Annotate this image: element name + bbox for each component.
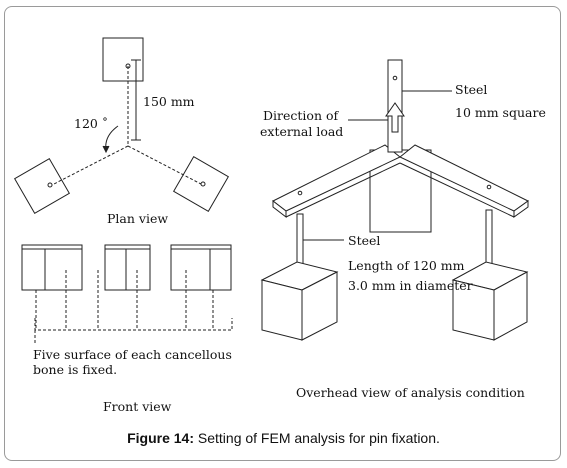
plan-distance-label: 150 mm xyxy=(143,94,195,109)
overhead-bone-cube-left xyxy=(260,261,339,341)
figure-frame xyxy=(4,6,561,461)
plan-pin-right xyxy=(200,181,206,187)
plan-bone-block-top xyxy=(102,37,144,82)
load-label-line2: external load xyxy=(260,124,344,139)
figure-caption-text: Setting of FEM analysis for pin fixation… xyxy=(194,430,440,446)
overhead-bar-left-arm xyxy=(272,144,401,212)
overhead-bar-right-arm xyxy=(399,144,529,212)
bar-material-label: Steel xyxy=(455,82,488,97)
overhead-bone-cube-right xyxy=(451,261,529,341)
front-bone-left xyxy=(21,244,83,330)
plan-axis-left xyxy=(51,145,129,186)
overhead-view-title: Overhead view of analysis condition xyxy=(296,385,525,400)
front-view-title: Front view xyxy=(103,399,172,414)
overhead-load-arrow xyxy=(385,102,405,133)
plan-bone-block-left xyxy=(13,157,71,215)
overhead-view-diagram xyxy=(260,59,529,341)
figure-caption-label: Figure 14: xyxy=(127,430,194,446)
front-bone-middle xyxy=(97,244,151,330)
pin-material-label: Steel xyxy=(348,233,381,248)
plan-axis-right xyxy=(127,145,202,185)
front-fixed-surface-bracket xyxy=(34,318,233,331)
front-bone-right xyxy=(170,244,232,330)
plan-view-title: Plan view xyxy=(107,211,169,226)
pin-diameter-label: 3.0 mm in diameter xyxy=(348,278,473,293)
load-label-line1: Direction of xyxy=(263,108,339,123)
plan-bone-block-right xyxy=(172,155,230,213)
plan-angle-label: 120 ˚ xyxy=(74,116,109,131)
plan-pin-left xyxy=(47,182,53,188)
front-note-line2: bone is fixed. xyxy=(33,362,118,377)
front-note-line1: Five surface of each cancellous xyxy=(33,347,232,362)
pin-length-label: Length of 120 mm xyxy=(348,258,465,273)
bar-size-label: 10 mm square xyxy=(455,105,546,120)
figure-caption: Figure 14: Setting of FEM analysis for p… xyxy=(0,430,567,446)
front-view-diagram xyxy=(21,244,233,345)
plan-view-diagram xyxy=(13,37,230,215)
